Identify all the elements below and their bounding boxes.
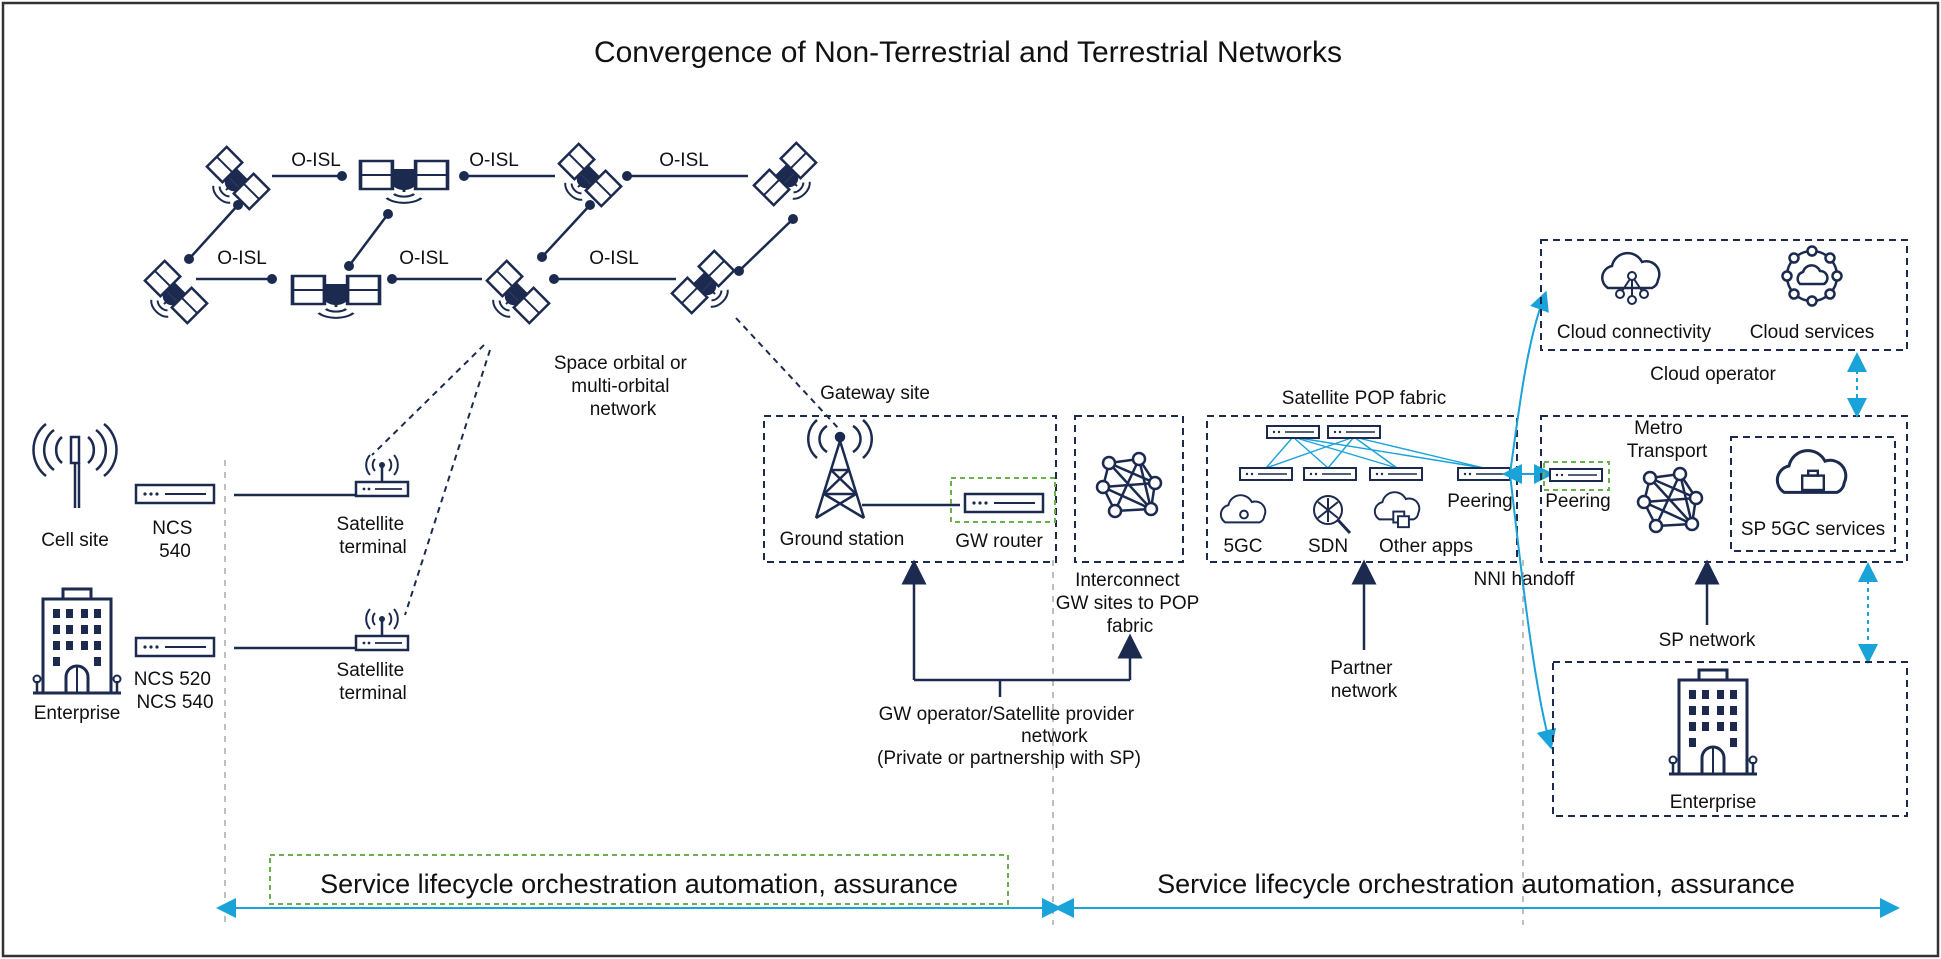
isl-label: O-ISL [469, 150, 519, 171]
cloud-operator-label: Cloud operator [1650, 364, 1776, 385]
enterprise-box [1552, 661, 1908, 817]
sdn-label: SDN [1308, 536, 1348, 557]
isl-label: O-ISL [291, 150, 341, 171]
gateway-site-box [763, 415, 1057, 563]
pop-peering-label: Peering [1447, 491, 1513, 512]
satellite-icon [752, 141, 828, 217]
other-apps-label: Other apps [1379, 536, 1473, 557]
peering-switch [1457, 467, 1511, 481]
cloud-operator-box [1540, 239, 1908, 351]
isl-links [188, 174, 794, 281]
enterprise-building-icon [1667, 668, 1759, 776]
satellite-links [371, 317, 841, 616]
cloud-services-label: Cloud services [1750, 322, 1875, 343]
isl-label: O-ISL [217, 248, 267, 269]
satellite-icon [358, 159, 450, 205]
sp-5gc-icon [1775, 449, 1848, 494]
spine-switch [1327, 425, 1381, 439]
cell-site-icon [32, 423, 118, 508]
pop-fabric-links [1265, 436, 1485, 469]
metro-transport-mesh-icon [1636, 466, 1704, 534]
cloud-connectivity-icon [1601, 251, 1661, 305]
enterprise-label: Enterprise [34, 703, 121, 724]
section-dividers [224, 460, 1524, 925]
nni-handoff-arrows [1502, 290, 1557, 750]
satellite-icon [475, 259, 551, 335]
lifecycle-right-label: Service lifecycle orchestration automati… [1157, 869, 1795, 899]
sp-peering-label: Peering [1545, 491, 1611, 512]
page-title: Convergence of Non-Terrestrial and Terre… [594, 36, 1342, 69]
isl-label: O-ISL [399, 248, 449, 269]
leaf-switch [1303, 467, 1357, 481]
interconnect-mesh-icon [1095, 451, 1163, 519]
satellite-terminal-label: Satellite terminal [337, 514, 410, 558]
sp-enterprise-label: Enterprise [1670, 792, 1757, 813]
sp-box [1540, 415, 1908, 563]
leaf-switch [1369, 467, 1423, 481]
satellite-terminal-label: Satellite terminal [337, 660, 410, 704]
isl-label: O-ISL [589, 248, 639, 269]
spine-switch [1266, 425, 1320, 439]
ground-station-label: Ground station [780, 529, 905, 550]
isl-label: O-ISL [659, 150, 709, 171]
space-network-label: Space orbital or multi-orbital network [554, 353, 692, 420]
5gc-label: 5GC [1223, 536, 1262, 557]
isl-endpoints [184, 171, 798, 284]
5gc-cloud-icon [1219, 494, 1267, 524]
other-apps-icon [1373, 491, 1421, 529]
interconnect-label: Interconnect GW sites to POP fabric [1056, 570, 1205, 637]
isl-labels: O-ISL O-ISL O-ISL O-ISL O-ISL O-ISL [217, 150, 709, 269]
lifecycle-left-label: Service lifecycle orchestration automati… [320, 869, 958, 899]
enterprise-building-icon [31, 587, 123, 695]
metro-transport-label: Metro Transport [1627, 418, 1708, 462]
cloud-services-icon [1781, 245, 1843, 307]
satellite-icon [133, 259, 209, 335]
gw-router-label: GW router [955, 531, 1043, 552]
satellite-terminal-icon [354, 607, 410, 652]
interconnect-box [1074, 415, 1184, 563]
ground-station-icon [807, 419, 873, 520]
gw-operator-bracket [901, 559, 1143, 697]
sp-network-label: SP network [1659, 630, 1756, 651]
ncs-520-device [134, 636, 216, 658]
leaf-switch [1239, 467, 1293, 481]
satellite-icon [195, 145, 271, 221]
gw-operator-label: GW operator/Satellite provider network (… [877, 704, 1141, 769]
gw-router-device [963, 492, 1045, 514]
pop-fabric-label: Satellite POP fabric [1282, 388, 1446, 409]
sdn-icon [1313, 495, 1352, 535]
gateway-site-label: Gateway site [820, 383, 930, 404]
sp-peering-switch [1549, 468, 1603, 482]
partner-network-label: Partner network [1330, 658, 1398, 702]
gw-router-highlight [950, 477, 1056, 523]
ncs-540-device [134, 483, 216, 505]
sp-5gc-box [1730, 436, 1896, 552]
satellite-icon [290, 274, 382, 320]
sp-5gc-label: SP 5GC services [1741, 519, 1885, 540]
sp-peering-highlight [1543, 461, 1610, 491]
cloud-connectivity-label: Cloud connectivity [1557, 322, 1712, 343]
satellite-terminal-icon [354, 453, 410, 498]
cell-site-label: Cell site [41, 530, 109, 551]
ncs-540-label: NCS 540 [152, 518, 197, 562]
ncs-520-label: NCS 520 NCS 540 [134, 669, 216, 713]
satellite-icon [670, 249, 746, 325]
nni-handoff-label: NNI handoff [1473, 569, 1575, 590]
